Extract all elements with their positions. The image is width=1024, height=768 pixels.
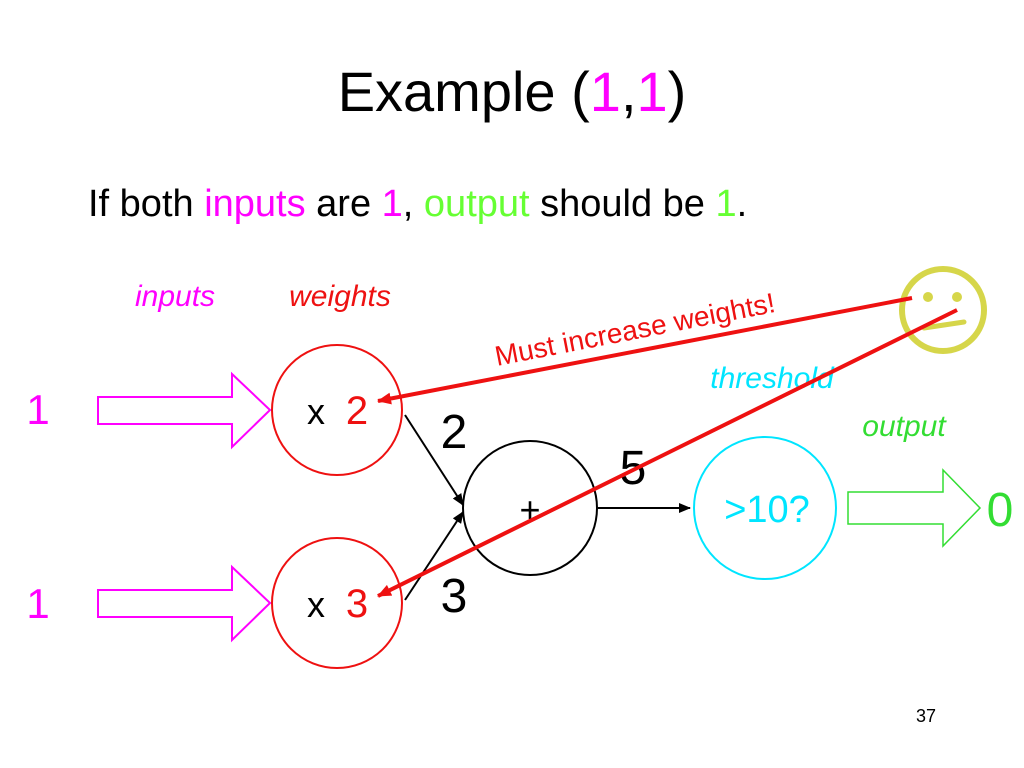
subtitle-output-word: output: [423, 183, 530, 225]
output-arrow: [847, 468, 982, 548]
subtitle-part-5: .: [736, 183, 748, 225]
weight-top-node: [271, 344, 403, 476]
input-top-arrow: [97, 371, 272, 450]
title-prefix: Example (: [337, 60, 590, 123]
output-label: output: [862, 410, 947, 443]
subtitle-part-4: should be: [529, 183, 716, 225]
weights-label: weights: [289, 280, 391, 313]
slide-number: 37: [915, 706, 936, 726]
weight-bottom-value: 3: [346, 582, 368, 626]
output-value: 0: [987, 484, 1014, 537]
title-comma: ,: [620, 60, 637, 123]
subtitle-one-a: 1: [381, 183, 403, 225]
slide-subtitle: If both inputs are 1, output should be 1…: [88, 180, 747, 228]
product-bottom-value: 3: [441, 570, 468, 623]
subtitle-part-2: are: [305, 183, 382, 225]
weight-bottom-multiply: x: [307, 584, 325, 625]
weight-top-multiply: x: [307, 391, 325, 432]
input-top-value: 1: [26, 386, 49, 433]
neutral-face-icon: [899, 266, 987, 354]
feedback-arrow-top-weight: [377, 296, 913, 405]
slide-title: Example (1,1): [0, 58, 1024, 126]
title-input-b: 1: [636, 60, 668, 123]
title-suffix: ): [667, 60, 687, 123]
input-bottom-arrow: [97, 564, 272, 643]
sum-node: [462, 440, 598, 576]
inputs-label: inputs: [135, 280, 215, 313]
weight-bottom-node: [271, 537, 403, 669]
subtitle-part-3: ,: [402, 183, 424, 225]
weight-bottom-to-sum-arrow: [404, 511, 464, 601]
title-input-a: 1: [589, 60, 621, 123]
subtitle-inputs-word: inputs: [204, 183, 306, 225]
threshold-node: [693, 436, 837, 580]
weight-top-to-sum-arrow: [404, 414, 464, 506]
product-top-value: 2: [441, 406, 468, 459]
threshold-test: >10?: [724, 489, 810, 531]
weight-top-value: 2: [346, 389, 368, 433]
input-bottom-value: 1: [26, 580, 49, 627]
subtitle-part-1: If both: [88, 183, 205, 225]
subtitle-one-b: 1: [715, 183, 737, 225]
feedback-arrow-bottom-weight: [377, 308, 958, 598]
must-increase-weights-annotation: Must increase weights!: [492, 287, 777, 372]
